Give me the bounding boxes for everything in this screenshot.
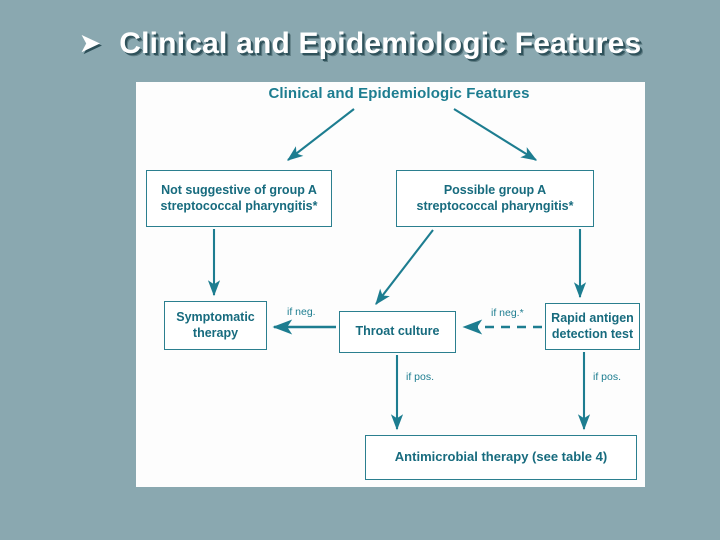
diagram-panel: Clinical and Epidemiologic Features Not … [136, 82, 645, 487]
node-possible[interactable]: Possible group A streptococcal pharyngit… [396, 170, 594, 227]
node-rapid-antigen-detection-test[interactable]: Rapid antigen detection test [545, 303, 640, 350]
arrow-heading-to-not-suggestive [287, 108, 355, 161]
diagram-heading: Clinical and Epidemiologic Features [268, 85, 530, 102]
node-not-suggestive[interactable]: Not suggestive of group A streptococcal … [146, 170, 332, 227]
edge-label-if-neg: if neg. [287, 306, 316, 318]
slide-title: ➤ Clinical and Epidemiologic Features [0, 22, 720, 66]
node-throat-culture[interactable]: Throat culture [339, 311, 456, 353]
edge-label-if-pos-right: if pos. [593, 371, 622, 383]
node-symptomatic-therapy[interactable]: Symptomatic therapy [164, 301, 267, 350]
page-title: Clinical and Epidemiologic Features [119, 27, 642, 60]
arrow-possible-to-throat-culture [375, 229, 434, 305]
chevron-right-bullet-icon: ➤ [78, 27, 102, 59]
edge-label-if-neg-star: if neg.* [491, 307, 524, 319]
arrow-heading-to-possible [453, 108, 538, 161]
node-antimicrobial-therapy[interactable]: Antimicrobial therapy (see table 4) [365, 435, 637, 480]
edge-label-if-pos-left: if pos. [406, 371, 435, 383]
flowchart-arrows [207, 108, 591, 431]
